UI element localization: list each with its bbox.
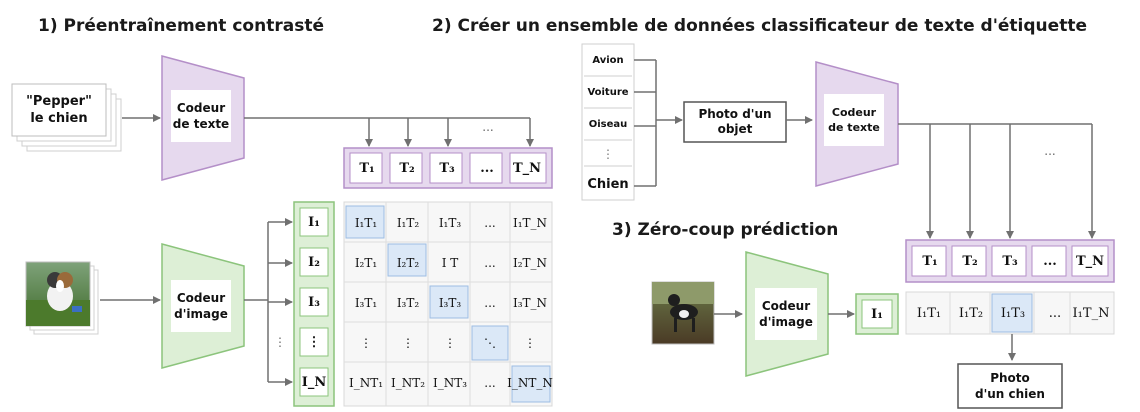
matrix-cell: I T (441, 256, 459, 270)
image-embedding-cell: ⋮ (307, 334, 321, 350)
prediction-row (905, 291, 1115, 335)
prediction-cell: I₁T₁ (916, 305, 942, 321)
image-input-stack (25, 261, 99, 335)
label-list (581, 43, 635, 201)
text-input-stack (11, 83, 122, 152)
label-list-dots: ⋮ (602, 147, 614, 161)
matrix-cell: I₃T₃ (438, 296, 462, 310)
text-embedding-cell: T₂ (962, 253, 978, 269)
matrix-cell: I₁T₁ (354, 216, 378, 230)
matrix-cell: I₂T₁ (354, 256, 378, 270)
text-embedding-row-2 (905, 239, 1115, 283)
prediction-cell: I₁T_N (1072, 305, 1110, 321)
matrix-cell: I₃T_N (512, 296, 548, 310)
matrix-cell: I_NT₁ (348, 376, 384, 390)
text-embedding-cell: T₂ (399, 160, 415, 176)
image-embedding-column (293, 201, 335, 407)
text-embedding-cell: T₁ (359, 160, 375, 176)
class-label-item: Avion (592, 54, 624, 66)
matrix-cell: ⋱ (484, 336, 496, 350)
matrix-cell: ⋮ (444, 336, 456, 350)
matrix-cell: ... (484, 376, 496, 390)
prompt-label: Photo d'un objet (698, 107, 772, 136)
matrix-cell: I₁T_N (512, 216, 548, 230)
top-dots-2: ... (1044, 144, 1056, 158)
matrix-cell: I₃T₁ (354, 296, 378, 310)
text-encoder-label-2: Codeur de texte (828, 106, 880, 134)
class-label-item: Voiture (587, 86, 629, 98)
title-dataset: 2) Créer un ensemble de données classifi… (432, 16, 1087, 36)
similarity-matrix (343, 201, 553, 407)
matrix-cell: ... (484, 216, 496, 230)
prompt-box (683, 101, 787, 143)
text-input-label: "Pepper" le chien (26, 94, 92, 126)
text-embedding-cell: ... (480, 160, 494, 176)
text-embedding-cell: T₁ (922, 253, 938, 269)
image-embedding-cell: I₂ (308, 254, 320, 270)
top-dots: ... (482, 120, 494, 134)
matrix-cell: I₁T₂ (396, 216, 420, 230)
class-label-item: Oiseau (588, 118, 628, 130)
matrix-cell: ⋮ (524, 336, 536, 350)
matrix-cell: ... (484, 296, 496, 310)
side-dots: ⋮ (274, 335, 286, 349)
matrix-cell: ... (484, 256, 496, 270)
matrix-cell: I_NT₂ (390, 376, 426, 390)
title-zero-shot: 3) Zéro-coup prédiction (612, 220, 839, 240)
matrix-cell: I₂T₂ (396, 256, 420, 270)
query-embedding-label: I₁ (871, 306, 883, 322)
image-embedding-cell: I_N (301, 374, 327, 390)
matrix-cell: I₃T₂ (396, 296, 420, 310)
matrix-cell: I_NT₃ (432, 376, 468, 390)
text-embedding-cell: T₃ (1002, 253, 1018, 269)
image-embedding-cell: I₃ (308, 294, 320, 310)
matrix-cell: I_NT_N (507, 376, 553, 390)
query-photo (651, 281, 715, 345)
title-pretraining: 1) Préentraînement contrasté (38, 16, 324, 36)
class-label-item: Chien (587, 176, 629, 192)
prediction-cell: I₁T₂ (958, 305, 984, 321)
matrix-cell: I₁T₃ (438, 216, 462, 230)
prediction-cell: ... (1048, 305, 1062, 321)
text-encoder-label: Codeur de texte (172, 101, 230, 131)
prediction-cell: I₁T₃ (1000, 305, 1026, 321)
text-embedding-cell: T_N (1075, 253, 1105, 269)
result-box (957, 363, 1063, 409)
result-label: Photo d'un chien (975, 371, 1045, 401)
matrix-cell: ⋮ (402, 336, 414, 350)
image-encoder-label-2: Codeur d'image (759, 299, 813, 329)
matrix-cell: I₂T_N (512, 256, 548, 270)
text-embedding-cell: T₃ (439, 160, 455, 176)
image-encoder-label: Codeur d'image (174, 291, 228, 321)
text-embedding-cell: ... (1043, 253, 1057, 269)
text-embedding-cell: T_N (512, 160, 542, 176)
text-embedding-row (343, 147, 553, 189)
matrix-cell: ⋮ (360, 336, 372, 350)
image-embedding-cell: I₁ (308, 214, 320, 230)
